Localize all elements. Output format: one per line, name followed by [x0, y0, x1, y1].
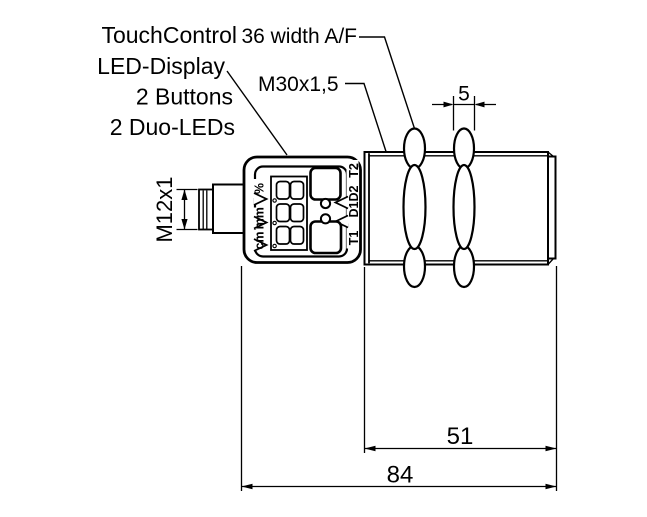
unit-label-cm: cm	[253, 231, 267, 249]
io-label-backing-2	[346, 179, 359, 224]
digit2-decimal-point	[272, 220, 277, 226]
unit-chevron-1	[253, 192, 269, 206]
callout-width-af: 36 width A/F	[241, 25, 416, 129]
unit-label-mm: mm	[253, 207, 267, 229]
m12-label: M12x1	[152, 176, 177, 242]
hex-nut-1	[402, 127, 427, 289]
callout-features: TouchControl LED-Display 2 Buttons 2 Duo…	[97, 22, 288, 156]
label-2-duo-leds: 2 Duo-LEDs	[110, 114, 235, 140]
m12-connector	[198, 183, 249, 234]
barrel-face-chamfer-top	[547, 151, 554, 158]
dim84-label: 84	[387, 462, 414, 489]
dim51-arrow-left	[364, 445, 376, 452]
unit-label-backing-1	[250, 179, 264, 198]
nut2-lens-top	[452, 127, 476, 170]
label-touchcontrol: TouchControl	[101, 22, 237, 48]
digit1-loop-b	[289, 180, 305, 200]
nut1-lens-middle	[402, 163, 427, 251]
hex-nut-2	[452, 127, 476, 289]
nut1-lens-bottom	[402, 244, 427, 289]
dimension-84: 84	[240, 266, 557, 491]
io-label-backing-3	[346, 227, 359, 249]
display-head: % mm cm T2 D1D2 T1	[242, 155, 362, 264]
dim5-arrow-left	[443, 101, 454, 108]
digit2-loop-b	[289, 203, 305, 223]
io-label-backing-1	[346, 160, 359, 181]
digit3-decimal-point	[272, 243, 277, 249]
unit-chevron-2	[253, 215, 269, 230]
m12-arrow-down	[181, 219, 188, 230]
label-width-af: 36 width A/F	[241, 25, 357, 48]
label-m30: M30x1,5	[258, 73, 339, 96]
led-chevron-fill-2	[335, 215, 348, 228]
digit3-loop-b	[289, 225, 305, 245]
unit-chevron-fill-1	[254, 193, 267, 205]
button-top	[309, 166, 342, 201]
digit3-loop-a	[275, 225, 291, 245]
dimension-nut-width: 5	[432, 83, 496, 131]
seven-segment-digit-1	[272, 180, 305, 203]
digit2-loop-a	[275, 203, 291, 223]
unit-label-percent: %	[253, 183, 267, 194]
dim5-arrow-right	[474, 101, 485, 108]
nut2-lens-middle	[452, 163, 476, 251]
nut2-lens-bottom	[452, 244, 476, 289]
callout-m30: M30x1,5	[258, 73, 387, 152]
barrel-face-chamfer-bottom	[547, 258, 554, 265]
leader-line-width-af	[359, 36, 416, 129]
io-label-t2: T2	[347, 163, 361, 178]
unit-chevron-3	[253, 238, 269, 252]
digit1-loop-a	[275, 180, 291, 200]
label-led-display: LED-Display	[97, 53, 225, 79]
nut1-lens-top	[402, 127, 427, 170]
dim51-label: 51	[447, 423, 474, 450]
button-bottom	[309, 220, 343, 255]
connector-thread-ring	[198, 188, 214, 231]
dim84-arrow-left	[241, 483, 253, 490]
dimension-m12: M12x1	[152, 176, 198, 243]
digit1-decimal-point	[272, 198, 277, 203]
led-chevron-1	[333, 195, 349, 210]
dim5-label: 5	[458, 83, 470, 106]
dim84-arrow-right	[545, 483, 557, 490]
duo-led-1	[319, 197, 332, 210]
dim51-arrow-right	[545, 445, 557, 452]
m12-arrow-up	[181, 189, 188, 200]
io-label-t1: T1	[347, 231, 361, 246]
barrel-face-plate	[547, 155, 557, 260]
leader-line-m30	[345, 82, 387, 152]
unit-marker-chevrons	[253, 192, 269, 252]
seven-segment-digit-2	[272, 203, 305, 226]
duo-led-2	[319, 213, 332, 225]
led-display	[270, 175, 308, 251]
seven-segment-digit-3	[272, 225, 305, 249]
leader-line-features	[226, 70, 288, 156]
led-chevron-fill-1	[335, 196, 348, 209]
io-label-d1d2: D1D2	[347, 185, 361, 217]
unit-chevron-fill-3	[254, 239, 267, 251]
label-2-buttons: 2 Buttons	[136, 84, 233, 110]
unit-chevron-fill-2	[254, 216, 267, 229]
dimension-51: 51	[363, 266, 558, 491]
sensor-drawing: 5	[198, 83, 557, 289]
